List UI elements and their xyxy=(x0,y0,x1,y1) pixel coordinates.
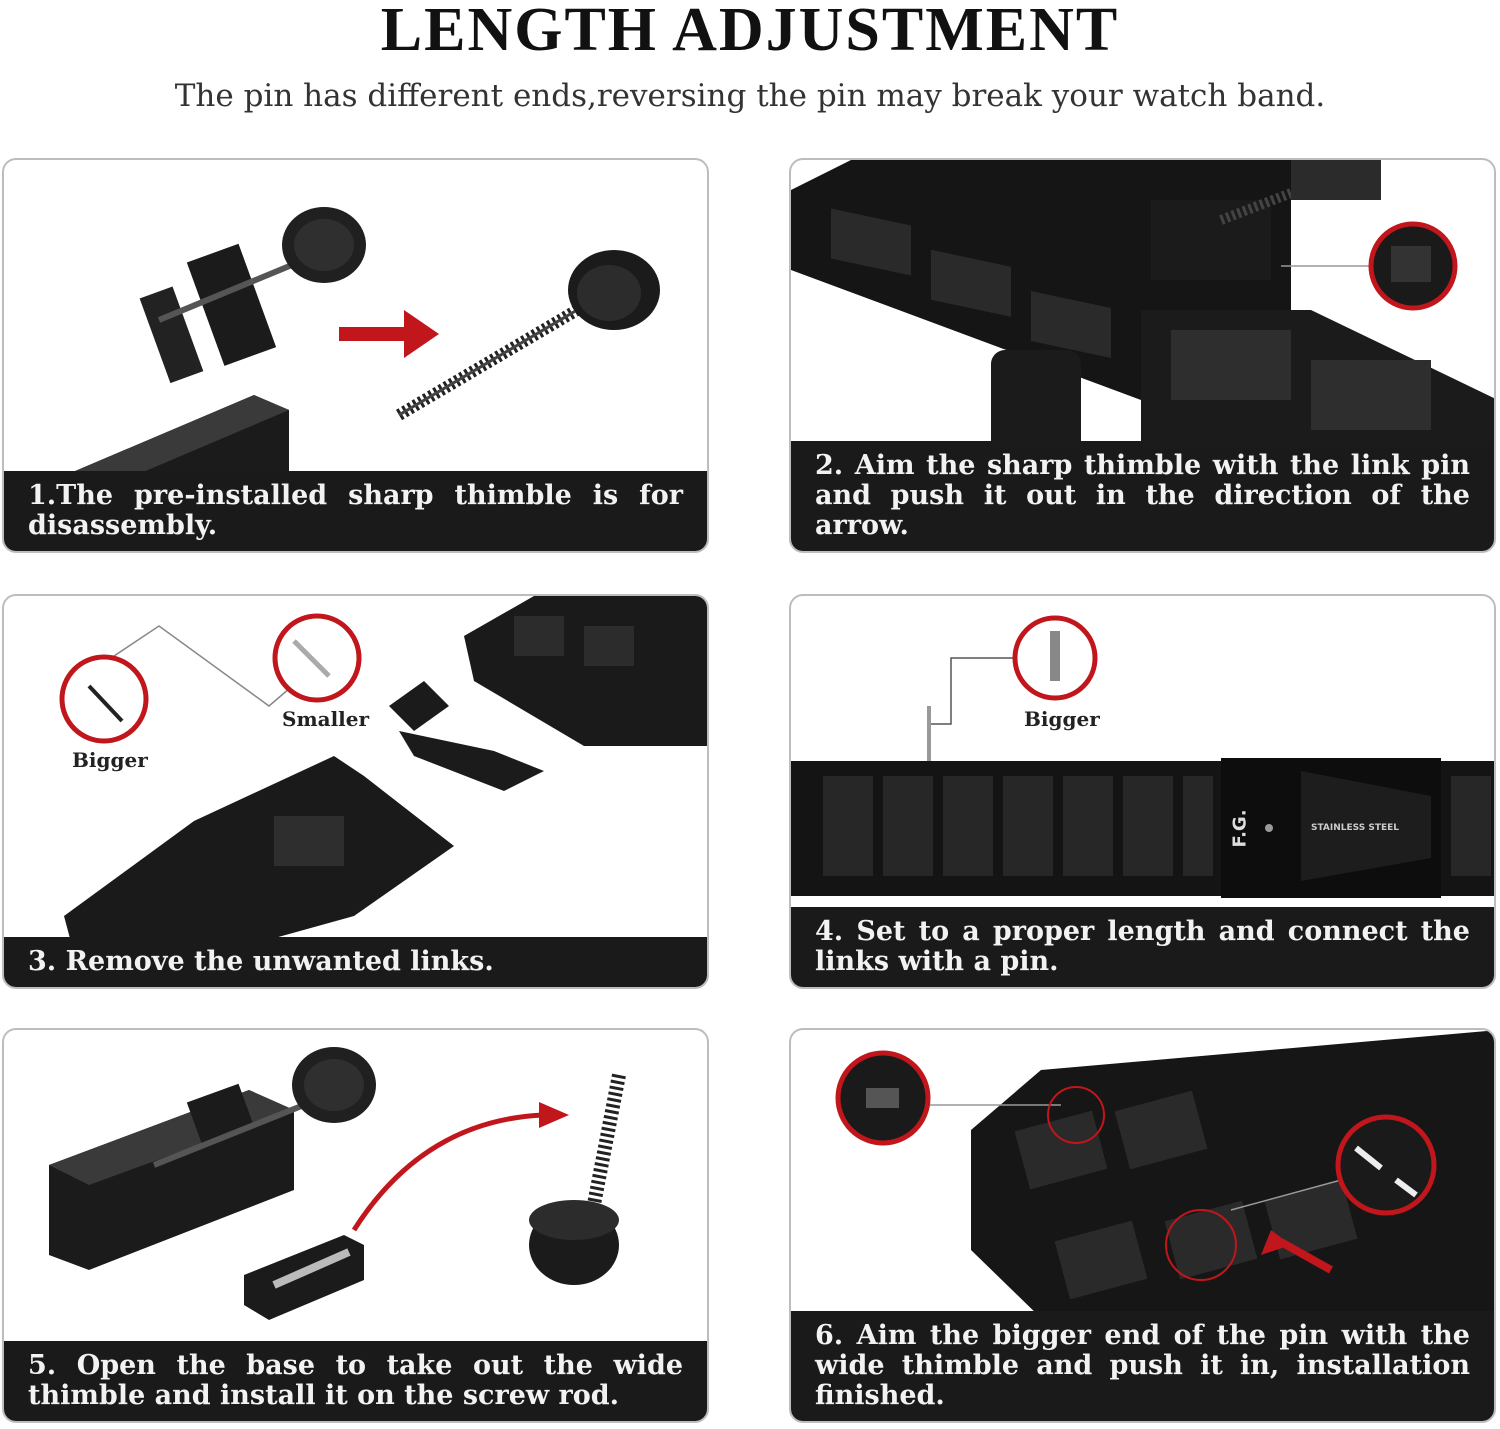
wide-thimble-icon xyxy=(244,1235,364,1320)
smaller-label: Smaller xyxy=(282,707,370,731)
step-3-illustration xyxy=(59,596,707,987)
step-5-illustration xyxy=(49,1047,626,1320)
full-watch-band-icon xyxy=(791,758,1494,898)
page-title: LENGTH ADJUSTMENT xyxy=(380,0,1120,64)
step-1-panel: 1.The pre-installed sharp thimble is for… xyxy=(2,158,709,553)
watch-band-lower-icon xyxy=(64,756,454,987)
screw-rod-icon xyxy=(529,1073,626,1285)
step-6-panel: 6. Aim the bigger end of the pin with th… xyxy=(789,1028,1496,1423)
curved-arrow-icon xyxy=(351,1102,569,1232)
zoom-callout-icon xyxy=(1368,221,1458,311)
step-3-caption: 3. Remove the unwanted links. xyxy=(4,937,707,987)
step-2-panel: 2. Aim the sharp thimble with the link p… xyxy=(789,158,1496,553)
step-1-caption: 1.The pre-installed sharp thimble is for… xyxy=(4,471,707,551)
arrow-right-icon xyxy=(339,310,439,358)
bigger-label: Bigger xyxy=(1024,707,1100,731)
zoom-callout-right-icon xyxy=(1335,1114,1437,1216)
step-4-caption: 4. Set to a proper length and connect th… xyxy=(791,907,1494,987)
page-subtitle: The pin has different ends,reversing the… xyxy=(174,78,1326,114)
step-6-caption: 6. Aim the bigger end of the pin with th… xyxy=(791,1311,1494,1421)
pin-tool-icon xyxy=(991,160,1381,470)
bigger-pin-callout-icon xyxy=(59,654,149,744)
screw-rod-icon xyxy=(395,250,660,421)
step-3-panel: Bigger Smaller 3. Remove the unwanted li… xyxy=(2,594,709,989)
watch-band-links-icon xyxy=(791,160,1494,480)
step-5-panel: 5. Open the base to take out the wide th… xyxy=(2,1028,709,1423)
zoom-callout-left-icon xyxy=(835,1050,931,1146)
clasp-engraving-text: STAINLESS STEEL xyxy=(1311,823,1399,833)
pin-tool-icon xyxy=(49,1047,376,1270)
watch-band-upper-icon xyxy=(464,596,707,746)
bigger-pin-callout-icon xyxy=(1012,615,1098,701)
bigger-label: Bigger xyxy=(72,748,148,772)
step-5-caption: 5. Open the base to take out the wide th… xyxy=(4,1341,707,1421)
clasp-logo-text: F.G. xyxy=(1229,809,1251,848)
smaller-pin-callout-icon xyxy=(272,613,362,703)
clasp-icon xyxy=(1221,758,1441,898)
step-4-illustration xyxy=(791,615,1494,898)
step-2-illustration xyxy=(791,160,1494,480)
arrow-left-icon xyxy=(1261,1230,1333,1274)
step-2-caption: 2. Aim the sharp thimble with the link p… xyxy=(791,441,1494,551)
removed-link-icon xyxy=(389,681,544,791)
step-4-panel: Bigger F.G. STAINLESS STEEL 4. Set to a … xyxy=(789,594,1496,989)
